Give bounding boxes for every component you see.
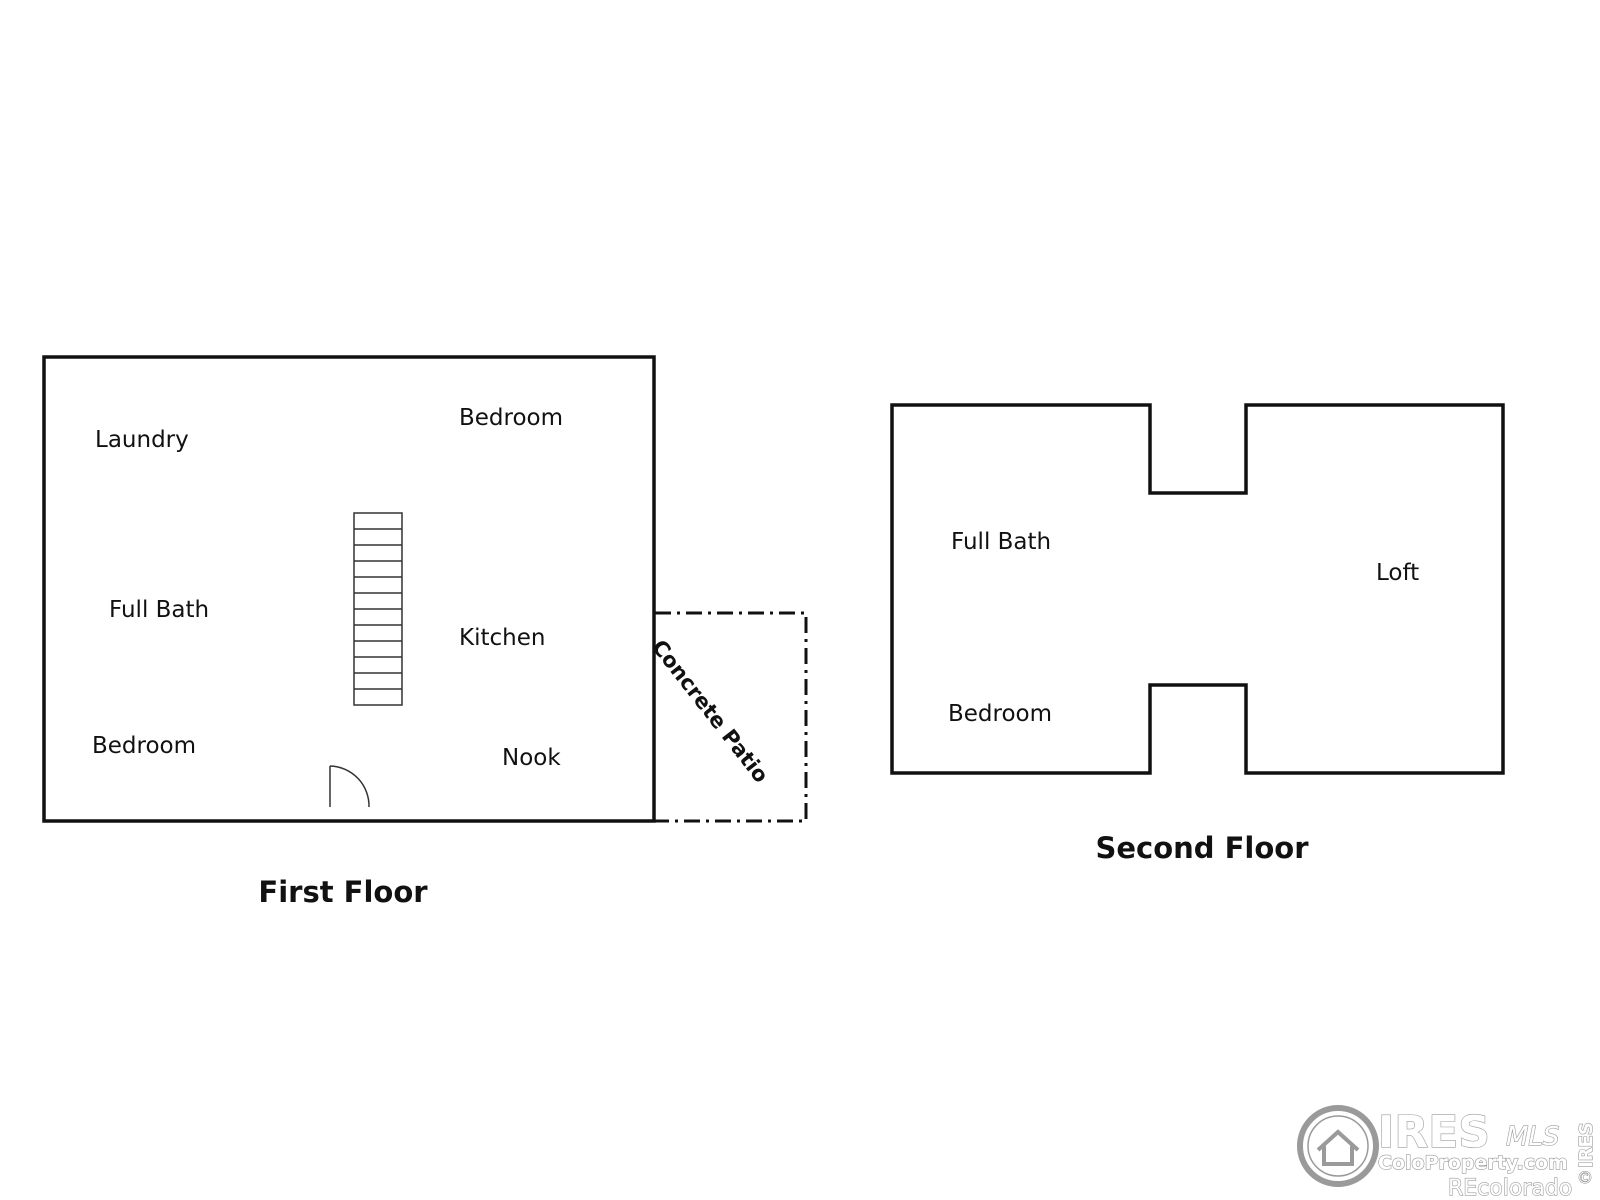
patio-label: Concrete Patio <box>647 635 773 787</box>
house-logo-icon <box>1297 1105 1379 1187</box>
ires-watermark: IRES MLS ColoProperty.com IRES © REcolor… <box>1297 1105 1598 1200</box>
room-label-kitchen: Kitchen <box>459 625 545 651</box>
watermark-brand: IRES <box>1378 1107 1490 1158</box>
room-label-bedroom-bottom: Bedroom <box>92 733 196 759</box>
room-label-laundry: Laundry <box>95 427 189 453</box>
watermark-credit: REcolorado <box>1448 1176 1572 1200</box>
second-floor-plan: Full Bath Loft Bedroom Second Floor <box>890 403 1505 865</box>
room-label-bedroom-upper: Bedroom <box>948 701 1052 727</box>
first-floor-plan: Laundry Bedroom Full Bath Kitchen Bedroo… <box>42 355 808 909</box>
watermark-copyright: © <box>1577 1168 1593 1187</box>
first-floor-caption: First Floor <box>258 875 428 909</box>
room-label-nook: Nook <box>502 745 561 771</box>
room-label-bedroom-top: Bedroom <box>459 405 563 431</box>
first-floor-outline <box>42 355 656 823</box>
concrete-patio-outline <box>655 611 808 823</box>
watermark-mls: MLS <box>1506 1122 1559 1152</box>
stairs-icon <box>353 512 403 706</box>
room-label-full-bath: Full Bath <box>109 597 209 623</box>
room-label-full-bath-upper: Full Bath <box>951 529 1051 555</box>
second-floor-outline <box>890 403 1505 775</box>
watermark-vertical: IRES <box>1576 1122 1597 1168</box>
room-label-loft: Loft <box>1376 560 1419 586</box>
second-floor-caption: Second Floor <box>1095 831 1309 865</box>
watermark-site: ColoProperty.com <box>1378 1152 1568 1174</box>
door-icon <box>329 765 370 808</box>
